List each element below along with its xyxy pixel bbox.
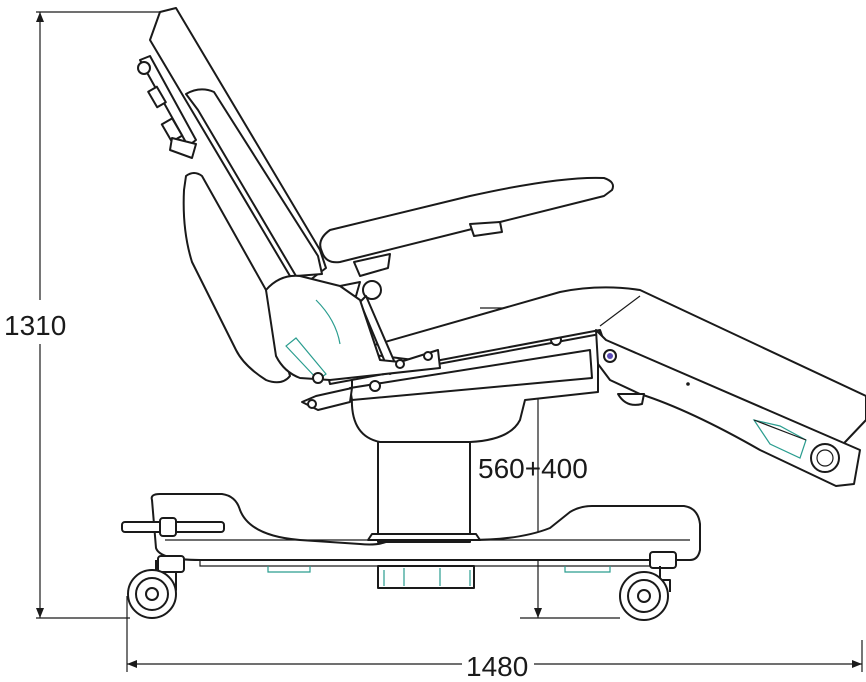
- lift-column: [367, 435, 481, 543]
- height-dimension: 1310: [2, 11, 160, 619]
- height-dimension-label: 1310: [4, 310, 66, 341]
- caster-right: [619, 551, 677, 621]
- seat-height-dimension-label: 560+400: [478, 453, 588, 484]
- length-dimension: 1480: [126, 596, 863, 682]
- seat-and-leg-rest: [349, 286, 866, 487]
- backrest: [149, 7, 441, 411]
- length-dimension-label: 1480: [466, 651, 528, 682]
- caster-left: [127, 555, 185, 619]
- chair-base: [121, 493, 701, 589]
- headrest-mechanism: [137, 55, 197, 159]
